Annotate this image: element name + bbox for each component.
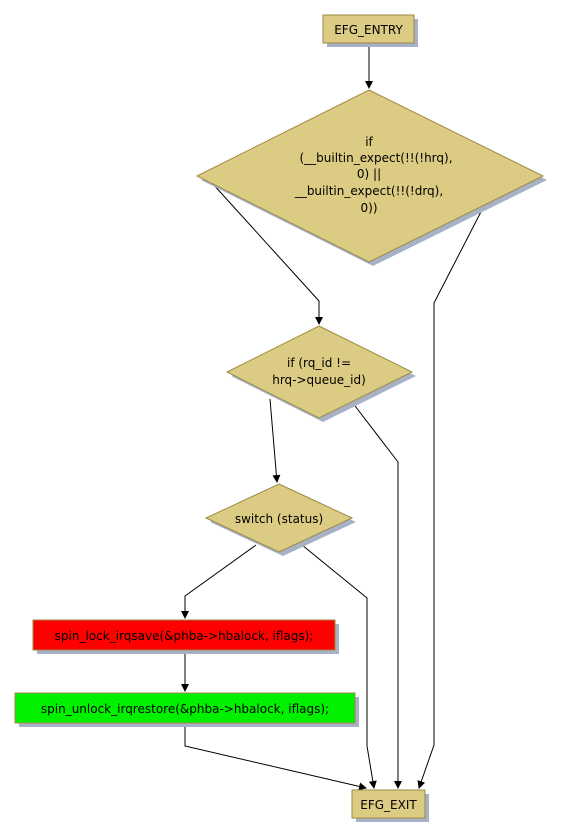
edge-rqid-to-exit (351, 401, 402, 789)
node-cond-builtin: if (__builtin_expect(!!(!hrq), 0) || __b… (195, 89, 547, 266)
cond-rqid-line-2: hrq->queue_id) (272, 373, 366, 387)
edges (181, 46, 486, 791)
node-exit-box (351, 789, 426, 819)
edge-builtin-to-exit (417, 203, 486, 789)
node-exit-label: EFG_EXIT (360, 798, 417, 812)
edge-unlock-to-exit (184, 723, 367, 791)
node-spin-lock: spin_lock_irqsave(&phba->hbalock, iflags… (32, 619, 339, 654)
spin-unlock-label: spin_unlock_irqrestore(&phba->hbalock, i… (41, 702, 329, 716)
edge-builtin-to-rqid (211, 182, 323, 325)
node-spin-lock-box (32, 619, 336, 651)
node-entry: EFG_ENTRY (322, 14, 418, 47)
cond-builtin-line-3: 0) || (357, 167, 381, 181)
node-entry-box (322, 14, 415, 44)
switch-status-label: switch (status) (235, 512, 323, 526)
node-cond-builtin-diamond (195, 89, 545, 263)
cond-builtin-line-2: (__builtin_expect(!!(!hrq), (299, 151, 452, 165)
node-entry-label: EFG_ENTRY (334, 23, 403, 37)
edge-switch-to-lock (181, 544, 257, 619)
edge-switch-to-exit (301, 544, 377, 789)
cond-rqid-line-1: if (rq_id != (287, 356, 351, 370)
edge-rqid-to-switch (269, 398, 281, 483)
spin-lock-label: spin_lock_irqsave(&phba->hbalock, iflags… (55, 629, 314, 643)
cond-builtin-line-4: __builtin_expect(!!(!drq), (294, 184, 443, 198)
node-switch-status: switch (status) (204, 483, 356, 556)
cond-builtin-line-1: if (365, 135, 373, 149)
node-cond-rqid-diamond (225, 325, 414, 419)
node-switch-diamond (204, 483, 354, 553)
node-spin-unlock: spin_unlock_irqrestore(&phba->hbalock, i… (14, 692, 359, 727)
cond-builtin-line-5: 0)) (361, 201, 378, 215)
node-cond-rqid: if (rq_id != hrq->queue_id) (225, 325, 416, 422)
node-spin-unlock-box (14, 692, 356, 724)
node-exit: EFG_EXIT (351, 789, 429, 822)
